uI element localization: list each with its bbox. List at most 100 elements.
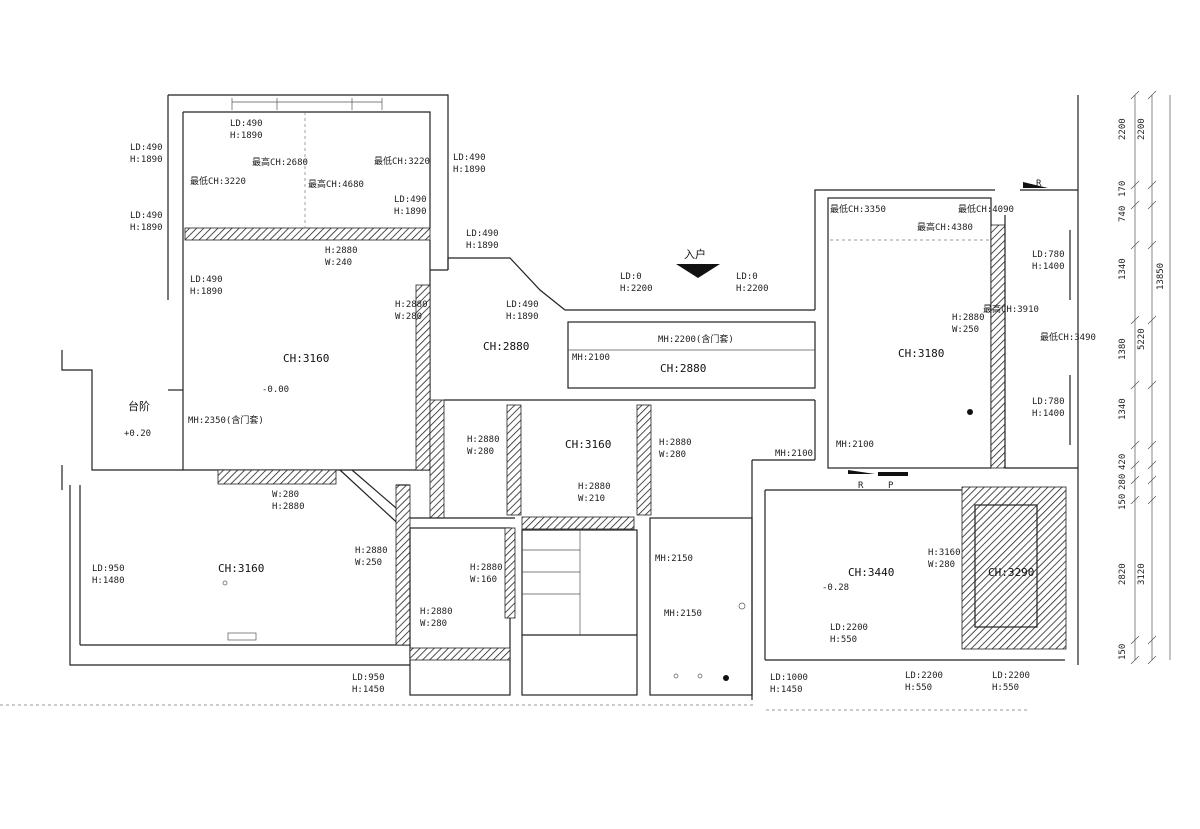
ceiling-notes: 最高CH:2680 最低CH:3220 最高CH:4680 最低CH:3220 … [190, 155, 1096, 343]
svg-text:H:2880: H:2880 [272, 502, 305, 512]
dimension-tick [1147, 240, 1157, 250]
svg-text:MH:2150: MH:2150 [655, 554, 693, 564]
svg-text:LD:490: LD:490 [190, 275, 223, 285]
svg-text:H:2880: H:2880 [659, 438, 692, 448]
svg-text:1380: 1380 [1118, 338, 1128, 360]
walls [0, 94, 1079, 711]
room-labels: CH:3160 -0.00 MH:2350(含门套) CH:2880 MH:22… [188, 333, 1034, 593]
svg-text:H:2880: H:2880 [395, 300, 428, 310]
dimension-tick [1147, 200, 1157, 210]
svg-text:H:3160: H:3160 [928, 548, 961, 558]
svg-text:P: P [888, 481, 894, 491]
svg-text:H:2880: H:2880 [578, 482, 611, 492]
dimension-tick [1147, 90, 1157, 100]
svg-text:H:2880: H:2880 [467, 435, 500, 445]
svg-text:3120: 3120 [1137, 563, 1147, 585]
room-ch: CH:3160 [283, 352, 329, 365]
svg-text:H:1450: H:1450 [352, 685, 385, 695]
dimension-tick [1130, 460, 1140, 470]
dimension-tick [1130, 380, 1140, 390]
entrance-label: 入户 [684, 247, 706, 261]
svg-text:最低CH:4090: 最低CH:4090 [958, 203, 1014, 215]
svg-text:LD:950: LD:950 [352, 673, 385, 683]
dimension-tick [1147, 655, 1157, 665]
dimension-tick [1130, 240, 1140, 250]
room-level: -0.00 [262, 385, 289, 395]
room-level: -0.28 [822, 583, 849, 593]
svg-text:LD:950: LD:950 [92, 564, 125, 574]
room-door: MH:2100 [836, 440, 874, 450]
markers: R R P [848, 179, 1048, 491]
svg-text:H:2880: H:2880 [952, 313, 985, 323]
room-ch: CH:3160 [565, 438, 611, 451]
svg-text:H:1400: H:1400 [1032, 262, 1065, 272]
room-door: MH:2200(含门套) [658, 333, 734, 345]
svg-text:280: 280 [1118, 474, 1128, 490]
svg-text:LD:490: LD:490 [506, 300, 539, 310]
fixtures [222, 409, 973, 681]
dimension-tick [1130, 655, 1140, 665]
svg-text:LD:0: LD:0 [620, 272, 642, 282]
dimension-tick [1130, 315, 1140, 325]
svg-text:H:1890: H:1890 [466, 241, 499, 251]
room-door: MH:2350(含门套) [188, 414, 264, 426]
svg-text:LD:490: LD:490 [130, 143, 163, 153]
svg-text:W:250: W:250 [952, 325, 979, 335]
svg-text:H:1890: H:1890 [130, 223, 163, 233]
svg-text:W:210: W:210 [578, 494, 605, 504]
svg-text:LD:780: LD:780 [1032, 250, 1065, 260]
dimension-chain [1134, 95, 1171, 660]
svg-text:MH:2100: MH:2100 [775, 449, 813, 459]
dimension-tick [1147, 460, 1157, 470]
door-heights: MH:2100 MH:2150 MH:2150 [655, 449, 813, 619]
svg-text:150: 150 [1118, 494, 1128, 510]
dimension-tick [1147, 380, 1157, 390]
svg-text:LD:1000: LD:1000 [770, 673, 808, 683]
dimension-tick [1130, 440, 1140, 450]
svg-text:LD:490: LD:490 [394, 195, 427, 205]
room-ch: CH:3160 [218, 562, 264, 575]
svg-text:H:1400: H:1400 [1032, 409, 1065, 419]
svg-text:最低CH:3350: 最低CH:3350 [830, 203, 886, 215]
svg-text:13850: 13850 [1156, 263, 1166, 290]
room-ch: CH:2880 [483, 340, 529, 353]
svg-text:LD:780: LD:780 [1032, 397, 1065, 407]
svg-text:最高CH:3910: 最高CH:3910 [983, 303, 1039, 315]
svg-text:150: 150 [1118, 644, 1128, 660]
svg-text:1340: 1340 [1118, 398, 1128, 420]
dimension-tick [1130, 200, 1140, 210]
svg-text:LD:490: LD:490 [130, 211, 163, 221]
svg-text:H:1890: H:1890 [506, 312, 539, 322]
svg-text:420: 420 [1118, 454, 1128, 470]
svg-text:最低CH:3220: 最低CH:3220 [190, 175, 246, 187]
svg-text:W:280: W:280 [395, 312, 422, 322]
room-ch: CH:3180 [898, 347, 944, 360]
dimension-tick [1147, 475, 1157, 485]
svg-text:2200: 2200 [1118, 118, 1128, 140]
svg-text:W:240: W:240 [325, 258, 352, 268]
dimension-tick [1130, 90, 1140, 100]
svg-text:H:2880: H:2880 [420, 607, 453, 617]
dimension-tick [1130, 635, 1140, 645]
svg-text:170: 170 [1118, 181, 1128, 197]
svg-text:H:1480: H:1480 [92, 576, 125, 586]
svg-text:1340: 1340 [1118, 258, 1128, 280]
svg-text:H:550: H:550 [830, 635, 857, 645]
svg-text:H:2200: H:2200 [736, 284, 769, 294]
step-label: 台阶 [128, 399, 150, 413]
svg-text:5220: 5220 [1137, 328, 1147, 350]
dimension-tick [1130, 475, 1140, 485]
dimension-ticks [1130, 90, 1157, 665]
room-ch: CH:3440 [848, 566, 894, 579]
room-door: MH:2100 [572, 353, 610, 363]
svg-text:2200: 2200 [1137, 118, 1147, 140]
svg-text:LD:490: LD:490 [453, 153, 486, 163]
svg-text:最低CH:3490: 最低CH:3490 [1040, 331, 1096, 343]
svg-text:H:1890: H:1890 [190, 287, 223, 297]
svg-text:H:2880: H:2880 [325, 246, 358, 256]
svg-text:W:160: W:160 [470, 575, 497, 585]
svg-text:W:280: W:280 [928, 560, 955, 570]
